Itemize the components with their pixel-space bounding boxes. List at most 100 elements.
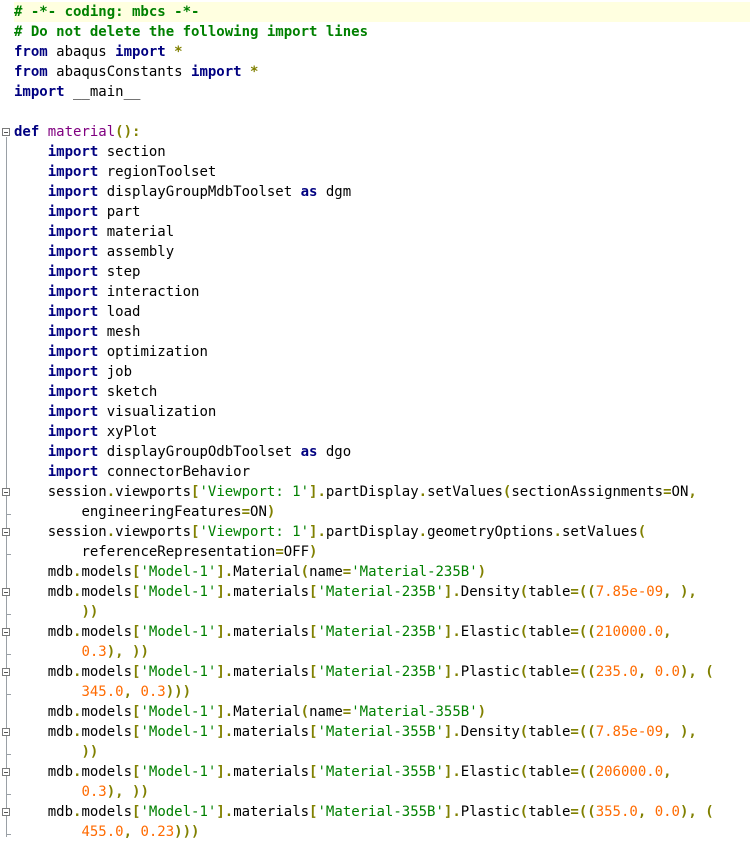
fold-end-tick <box>6 794 11 795</box>
code-line[interactable]: import assembly <box>14 242 750 262</box>
code-line[interactable]: import load <box>14 302 750 322</box>
code-token: interaction <box>98 284 200 300</box>
code-token: name <box>309 704 343 720</box>
fold-toggle-icon[interactable] <box>2 588 10 596</box>
code-line[interactable]: import optimization <box>14 342 750 362</box>
code-token: 235.0 <box>595 664 638 680</box>
code-line[interactable]: )) <box>14 602 750 622</box>
code-line[interactable] <box>14 102 750 122</box>
code-token: , <box>123 684 141 700</box>
code-token: part <box>98 204 141 220</box>
code-line[interactable]: 455.0, 0.23))) <box>14 822 750 842</box>
fold-toggle-icon[interactable] <box>2 488 10 496</box>
code-line[interactable]: 345.0, 0.3))) <box>14 682 750 702</box>
code-token: 'Model-1' <box>140 624 217 640</box>
code-line[interactable]: mdb.models['Model-1'].materials['Materia… <box>14 762 750 782</box>
code-token <box>14 524 48 540</box>
code-line[interactable]: referenceRepresentation=OFF) <box>14 542 750 562</box>
fold-gutter <box>0 0 14 847</box>
fold-toggle-icon[interactable] <box>2 808 10 816</box>
fold-toggle-icon[interactable] <box>2 628 10 636</box>
code-line[interactable]: import visualization <box>14 402 750 422</box>
code-token <box>242 64 250 80</box>
code-token: Plastic <box>460 804 520 820</box>
code-line[interactable]: import displayGroupOdbToolset as dgo <box>14 442 750 462</box>
code-line[interactable]: mdb.models['Model-1'].materials['Materia… <box>14 802 750 822</box>
code-token: . <box>418 484 428 500</box>
code-token: materials <box>233 584 310 600</box>
code-line[interactable]: import regionToolset <box>14 162 750 182</box>
code-line[interactable]: import job <box>14 362 750 382</box>
code-token: [ <box>132 564 141 580</box>
code-line[interactable]: import part <box>14 202 750 222</box>
code-token <box>39 124 47 140</box>
code-token: =(( <box>570 584 596 600</box>
code-token: sketch <box>98 384 158 400</box>
code-line[interactable]: mdb.models['Model-1'].Material(name='Mat… <box>14 562 750 582</box>
code-line[interactable]: import displayGroupMdbToolset as dgm <box>14 182 750 202</box>
code-token: mesh <box>98 324 141 340</box>
code-line[interactable]: import sketch <box>14 382 750 402</box>
code-token: ]. <box>309 484 326 500</box>
code-line[interactable]: 0.3), )) <box>14 782 750 802</box>
code-token <box>14 164 48 180</box>
code-line[interactable]: engineeringFeatures=ON) <box>14 502 750 522</box>
code-token: Elastic <box>460 624 520 640</box>
code-token: materials <box>233 724 310 740</box>
code-token: [ <box>309 804 318 820</box>
code-line[interactable]: session.viewports['Viewport: 1'].partDis… <box>14 482 750 502</box>
code-line[interactable]: # -*- coding: mbcs -*- <box>14 2 750 22</box>
code-token: , ), <box>663 584 697 600</box>
code-line[interactable]: from abaqus import * <box>14 42 750 62</box>
code-token: =(( <box>570 804 596 820</box>
code-line[interactable]: # Do not delete the following import lin… <box>14 22 750 42</box>
code-token <box>14 424 48 440</box>
fold-toggle-icon[interactable] <box>2 668 10 676</box>
code-token: ))) <box>174 824 200 840</box>
code-token <box>14 364 48 380</box>
code-line[interactable]: import __main__ <box>14 82 750 102</box>
code-line[interactable]: import mesh <box>14 322 750 342</box>
code-token: materials <box>233 624 310 640</box>
code-line[interactable]: import section <box>14 142 750 162</box>
code-line[interactable]: 0.3), )) <box>14 642 750 662</box>
code-line[interactable]: import interaction <box>14 282 750 302</box>
code-token <box>14 144 48 160</box>
code-token: )) <box>81 604 99 620</box>
code-token: 'Material-355B' <box>351 704 478 720</box>
code-token: mdb <box>47 624 74 640</box>
code-line[interactable]: import step <box>14 262 750 282</box>
code-line[interactable]: mdb.models['Model-1'].materials['Materia… <box>14 622 750 642</box>
code-token: table <box>528 624 571 640</box>
code-token: ON <box>671 484 689 500</box>
code-line[interactable]: from abaqusConstants import * <box>14 62 750 82</box>
code-token: displayGroupOdbToolset <box>98 444 301 460</box>
code-token <box>14 504 81 520</box>
code-token: Elastic <box>460 764 520 780</box>
code-line[interactable]: mdb.models['Model-1'].Material(name='Mat… <box>14 702 750 722</box>
code-token <box>14 624 48 640</box>
code-line[interactable]: mdb.models['Model-1'].materials['Materia… <box>14 582 750 602</box>
code-line[interactable]: )) <box>14 742 750 762</box>
code-line[interactable]: import xyPlot <box>14 422 750 442</box>
code-line[interactable]: def material(): <box>14 122 750 142</box>
code-line[interactable]: import connectorBehavior <box>14 462 750 482</box>
fold-toggle-icon[interactable] <box>2 768 10 776</box>
code-token: 0.0 <box>654 664 680 680</box>
fold-toggle-icon[interactable] <box>2 728 10 736</box>
fold-toggle-icon[interactable] <box>2 128 10 136</box>
code-token: ]. <box>443 724 461 740</box>
code-token: import <box>47 404 99 420</box>
code-token: = <box>663 484 672 500</box>
code-token: section <box>98 144 166 160</box>
code-token: import <box>47 244 99 260</box>
code-area[interactable]: # -*- coding: mbcs -*-# Do not delete th… <box>14 2 750 842</box>
code-token: sectionAssignments <box>511 484 664 500</box>
code-line[interactable]: import material <box>14 222 750 242</box>
fold-toggle-icon[interactable] <box>2 528 10 536</box>
code-line[interactable]: session.viewports['Viewport: 1'].partDis… <box>14 522 750 542</box>
code-token: ]. <box>443 624 461 640</box>
code-line[interactable]: mdb.models['Model-1'].materials['Materia… <box>14 662 750 682</box>
code-line[interactable]: mdb.models['Model-1'].materials['Materia… <box>14 722 750 742</box>
